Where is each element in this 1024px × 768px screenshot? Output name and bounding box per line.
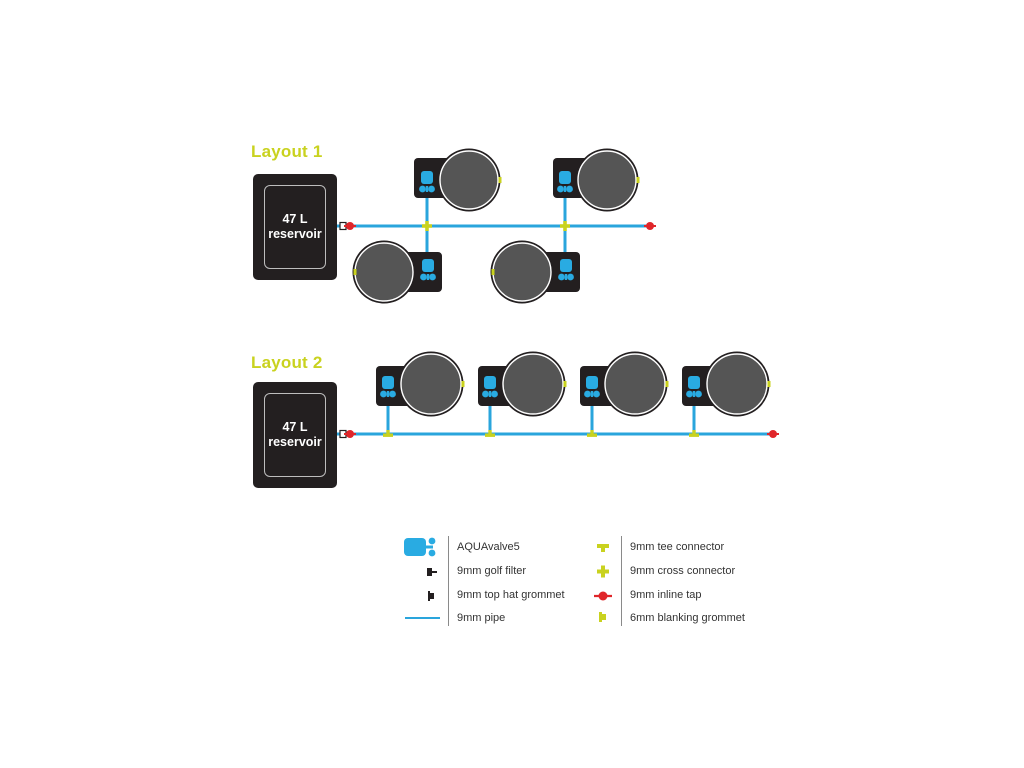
tee-connector [689, 430, 699, 437]
tee-connector [587, 430, 597, 437]
inline-tap [344, 222, 356, 230]
pot [577, 150, 637, 210]
pot [400, 353, 462, 415]
legend-label-aquavalve: AQUAvalve5 [457, 541, 520, 553]
inline-tap [644, 222, 656, 230]
pot [354, 242, 414, 302]
layout-2-unit-4 [682, 351, 771, 417]
layout-1-reservoir: 47 L reservoir [253, 174, 337, 280]
legend-label-top-hat-grommet: 9mm top hat grommet [457, 589, 565, 601]
legend-label-pipe: 9mm pipe [457, 612, 506, 624]
pot [706, 353, 768, 415]
legend-label-tee-connector: 9mm tee connector [630, 541, 725, 553]
layout-2-unit-1 [376, 351, 465, 417]
cross-connector [422, 221, 432, 231]
inline-tap-icon [594, 591, 612, 601]
layout-2-title: Layout 2 [251, 353, 323, 372]
legend-label-cross-connector: 9mm cross connector [630, 565, 736, 577]
blanking-grommet [636, 177, 640, 183]
blanking-grommet [665, 381, 669, 387]
blanking-grommet [491, 269, 495, 275]
pot [439, 150, 499, 210]
blanking-grommet [353, 269, 357, 275]
reservoir-volume: 47 L [282, 420, 308, 434]
tee-connector [485, 430, 495, 437]
inline-tap [344, 430, 356, 438]
pot [604, 353, 666, 415]
reservoir-label: 47 L reservoir [264, 185, 326, 269]
legend-divider-left [448, 536, 449, 626]
layout-2-reservoir: 47 L reservoir [253, 382, 337, 488]
blanking-grommet [563, 381, 567, 387]
tee-connector [383, 430, 393, 437]
layout-1-unit-top-1 [414, 148, 502, 212]
blanking-grommet [498, 177, 502, 183]
blanking-grommet [767, 381, 771, 387]
cross-connector [560, 221, 570, 231]
inline-tap [767, 430, 779, 438]
pot [492, 242, 552, 302]
reservoir-text: reservoir [268, 435, 322, 449]
layout-2-unit-2 [478, 351, 567, 417]
legend-divider-right [621, 536, 622, 626]
layout-1-unit-bottom-2 [490, 240, 580, 304]
tee-connector-icon [597, 544, 609, 552]
layout-1-title: Layout 1 [251, 142, 323, 161]
cross-connector-icon [597, 565, 609, 578]
pot [502, 353, 564, 415]
golf-filter-icon [427, 568, 437, 576]
layout-1-unit-top-2 [553, 148, 640, 212]
reservoir-label: 47 L reservoir [264, 393, 326, 477]
blanking-grommet [461, 381, 465, 387]
layout-2-unit-3 [580, 351, 669, 417]
legend-label-blanking-grommet: 6mm blanking grommet [630, 612, 745, 624]
legend-label-inline-tap: 9mm inline tap [630, 589, 702, 601]
top-hat-grommet-icon [428, 591, 434, 601]
blanking-grommet-icon [599, 612, 606, 622]
legend-label-golf-filter: 9mm golf filter [457, 565, 527, 577]
reservoir-volume: 47 L [282, 212, 308, 226]
aquavalve-icon [404, 537, 436, 557]
reservoir-text: reservoir [268, 227, 322, 241]
layout-1-unit-bottom-1 [352, 240, 442, 304]
